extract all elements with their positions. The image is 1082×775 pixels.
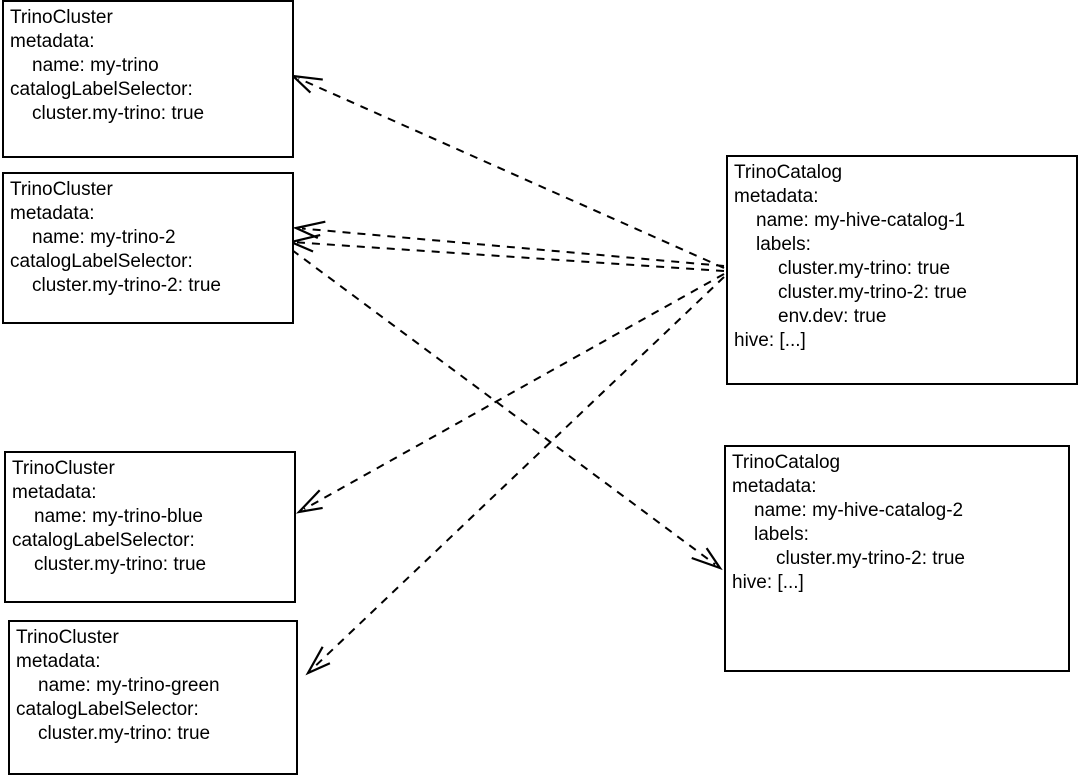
- node-text-line: name: my-hive-catalog-1: [756, 210, 966, 231]
- node-text-line: labels:: [754, 524, 809, 545]
- node-text-line: catalogLabelSelector:: [16, 699, 199, 720]
- edge-line: [298, 77, 725, 269]
- node-text-line: metadata:: [732, 476, 817, 497]
- node-text-line: cluster.my-trino-2: true: [776, 548, 965, 569]
- node-text-line: metadata:: [12, 482, 97, 503]
- node-kind-label: TrinoCatalog: [734, 162, 843, 183]
- node-text-line: name: my-trino-2: [32, 227, 176, 248]
- node-text-line: cluster.my-trino: true: [38, 723, 211, 744]
- arrow-head-icon: [289, 74, 323, 94]
- node-text-line: metadata:: [734, 186, 819, 207]
- edge-catalog1-to-my-trino: [289, 74, 725, 269]
- arrow-head-icon: [292, 220, 326, 239]
- edge-line: [301, 227, 725, 267]
- node-text-line: hive: [...]: [734, 330, 806, 351]
- arrow-head-icon: [305, 646, 331, 676]
- node-text-line: catalogLabelSelector:: [12, 530, 195, 551]
- node-text-line: name: my-trino-green: [38, 675, 220, 696]
- node-text-line: cluster.my-trino: true: [34, 554, 207, 575]
- node-text-line: metadata:: [16, 651, 101, 672]
- edge-line: [311, 276, 725, 670]
- node-kind-label: TrinoCluster: [10, 7, 113, 28]
- edge-catalog1-to-my-trino-2-a: [292, 220, 725, 267]
- node-text-line: name: my-hive-catalog-2: [754, 500, 964, 521]
- node-cluster-my-trino-green[interactable]: TrinoCluster metadata: name: my-trino-gree…: [8, 620, 298, 775]
- node-text-line: env.dev: true: [778, 306, 887, 327]
- node-text-line: name: my-trino: [32, 55, 159, 76]
- node-text-line: cluster.my-trino-2: true: [778, 282, 967, 303]
- edge-catalog1-to-my-trino-blue: [295, 273, 725, 514]
- node-catalog-my-hive-catalog-2[interactable]: TrinoCatalog metadata: name: my-hive-catal…: [724, 445, 1070, 672]
- node-cluster-my-trino-blue[interactable]: TrinoCluster metadata: name: my-trino-blue…: [4, 451, 296, 603]
- node-text-line: hive: [...]: [732, 572, 804, 593]
- edge-catalog1-to-my-trino-green: [305, 276, 725, 676]
- node-text-line: catalogLabelSelector:: [10, 251, 193, 272]
- node-text-line: cluster.my-trino: true: [778, 258, 951, 279]
- arrow-head-icon: [691, 547, 723, 571]
- node-text-line: cluster.my-trino: true: [32, 103, 205, 124]
- node-kind-label: TrinoCatalog: [732, 452, 841, 473]
- edge-line: [303, 273, 725, 510]
- edge-line: [296, 241, 725, 272]
- node-kind-label: TrinoCluster: [10, 179, 113, 200]
- node-text-line: metadata:: [10, 31, 95, 52]
- node-cluster-my-trino-2[interactable]: TrinoCluster metadata: name: my-trino-2 cat…: [2, 172, 294, 324]
- node-text-line: name: my-trino-blue: [34, 506, 203, 527]
- edge-catalog1-to-my-trino-2-b: [287, 233, 725, 272]
- node-kind-label: TrinoCluster: [16, 627, 119, 648]
- arrow-head-icon: [295, 489, 323, 514]
- node-text-line: metadata:: [10, 203, 95, 224]
- node-text-line: cluster.my-trino-2: true: [32, 275, 221, 296]
- node-catalog-my-hive-catalog-1[interactable]: TrinoCatalog metadata: name: my-hive-catal…: [726, 155, 1078, 385]
- node-text-line: catalogLabelSelector:: [10, 79, 193, 100]
- node-kind-label: TrinoCluster: [12, 458, 115, 479]
- edge-catalog2-to-my-trino-2: [291, 249, 723, 571]
- node-cluster-my-trino[interactable]: TrinoCluster metadata: name: my-trino catal…: [2, 0, 294, 158]
- edge-line: [291, 249, 716, 566]
- node-text-line: labels:: [756, 234, 811, 255]
